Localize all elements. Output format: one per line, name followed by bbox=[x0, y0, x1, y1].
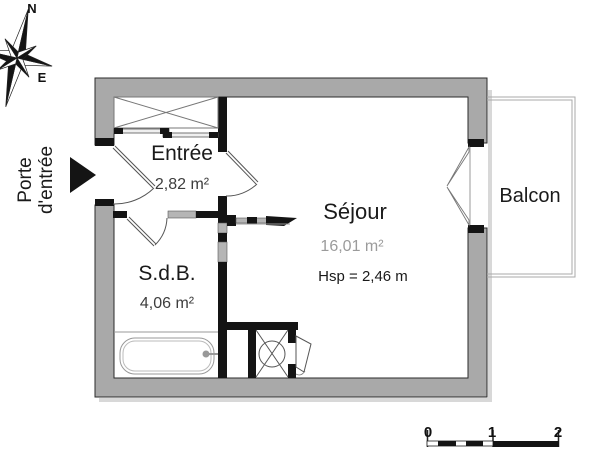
entry-door-swing bbox=[112, 145, 156, 205]
bath-faucet-icon bbox=[202, 350, 218, 358]
building-shadow bbox=[99, 90, 492, 402]
scale-tick-0: 0 bbox=[423, 424, 433, 441]
water-heater-icon bbox=[255, 329, 289, 378]
scale-tick-1: 1 bbox=[487, 424, 497, 441]
technical-closet bbox=[227, 322, 312, 378]
scale-tick-2: 2 bbox=[553, 424, 563, 441]
room-label-sdb: S.d.B. bbox=[138, 262, 196, 285]
scale-bar-graphic bbox=[426, 430, 560, 447]
room-label-balcon: Balcon bbox=[499, 185, 561, 207]
room-area-sejour: 16,01 m² bbox=[320, 238, 384, 255]
sejour-divider bbox=[227, 215, 297, 226]
compass-icon bbox=[0, 9, 53, 107]
room-label-sejour: Séjour bbox=[323, 199, 387, 224]
entry-door-label: Porte d'entrée bbox=[15, 145, 57, 215]
balcony-outline bbox=[487, 96, 576, 278]
room-area-sdb: 4,06 m² bbox=[139, 295, 195, 312]
sliding-door bbox=[113, 128, 219, 138]
ceiling-height-sejour: Hsp = 2,46 m bbox=[318, 268, 408, 285]
technical-closet-door bbox=[295, 335, 312, 376]
interior-walls bbox=[113, 97, 297, 378]
opening-caps bbox=[95, 138, 484, 233]
room-label-entree: Entrée bbox=[151, 142, 213, 165]
bathtub bbox=[114, 331, 218, 375]
compass-north-label: N bbox=[27, 1, 37, 16]
entry-arrow-icon bbox=[70, 157, 96, 193]
wardrobe-closet bbox=[113, 96, 219, 129]
room-area-entree: 2,82 m² bbox=[154, 176, 210, 193]
sejour-door-swing bbox=[225, 150, 259, 197]
balcony-french-doors bbox=[446, 145, 471, 227]
sdb-door-swing bbox=[126, 216, 168, 247]
compass-east-label: E bbox=[37, 70, 47, 85]
